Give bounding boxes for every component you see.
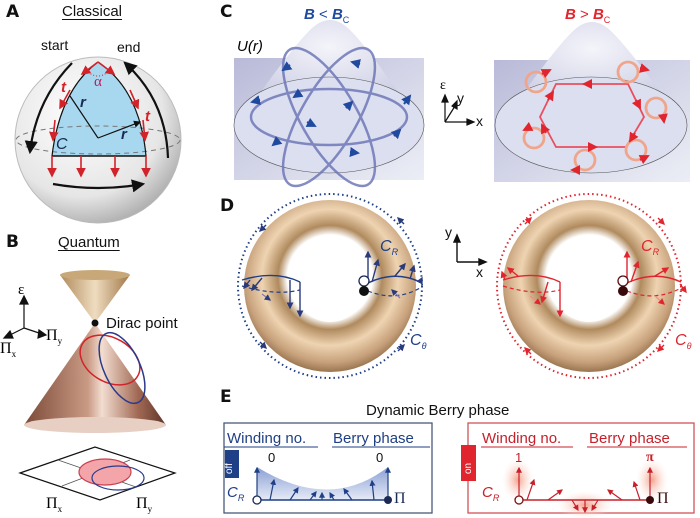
red-orbit: [79, 334, 141, 386]
off-pi-label: Π: [394, 490, 406, 507]
blue-orbit-arrows: [250, 59, 412, 157]
dirac-point-label: Dirac point: [106, 315, 178, 332]
condition-above-critical: B > BC: [565, 6, 611, 25]
axes-d: [452, 233, 488, 267]
upper-cone: [60, 275, 130, 323]
axes-b: [2, 294, 48, 339]
on-winding-header: Winding no.: [482, 430, 562, 447]
on-winding-value: 1: [515, 450, 523, 465]
left-torus: [237, 193, 423, 379]
piy-axis-label: Πy: [46, 327, 63, 347]
potential-label: U(r): [237, 38, 263, 55]
panel-e-letter: E: [220, 387, 232, 407]
c-label: C: [56, 136, 68, 153]
off-berry-header: Berry phase: [333, 430, 414, 447]
r-label-1: r: [80, 94, 86, 111]
panel-d-letter: D: [220, 196, 235, 216]
d-axis-x: x: [476, 264, 483, 280]
panel-c-letter: C: [220, 2, 233, 22]
panel-a-title: Classical: [62, 3, 123, 20]
panel-b-title: Quantum: [58, 234, 120, 251]
right-ctheta-label: Cθ: [675, 332, 692, 352]
r-label-2: r: [121, 126, 127, 143]
end-label: end: [117, 39, 141, 55]
red-orbit-arrows: [522, 63, 668, 175]
on-berry-value: π: [646, 450, 654, 465]
on-box: [461, 422, 695, 518]
on-cr-label: CR: [482, 484, 500, 503]
axes-c: [441, 93, 476, 126]
c-axis-y: y: [457, 90, 464, 106]
pix-axis-label: Πx: [0, 340, 17, 360]
c-axis-x: x: [476, 113, 483, 129]
off-box: [223, 422, 433, 514]
d-axis-y: y: [445, 224, 452, 240]
right-cr-label: CR: [641, 238, 660, 258]
energy-axis-label: ε: [18, 282, 25, 298]
off-cr-label: CR: [227, 484, 245, 503]
left-cr-label: CR: [380, 238, 399, 258]
start-arrow: [24, 62, 73, 155]
plane-pix-label: Πx: [46, 495, 63, 515]
c-axis-energy: ε: [440, 78, 446, 93]
potential-orbits-diagram: [233, 20, 690, 188]
dirac-point: [91, 319, 99, 327]
blue-orbit: [98, 331, 146, 405]
on-berry-header: Berry phase: [589, 430, 670, 447]
off-winding-value: 0: [268, 450, 276, 465]
end-arrow: [123, 61, 170, 159]
t-label-left: t: [61, 79, 66, 96]
blue-projection: [91, 465, 145, 491]
torus-diagram: [237, 193, 687, 379]
panel-a-letter: A: [6, 2, 20, 22]
classical-sphere-diagram: [14, 56, 182, 224]
off-berry-value: 0: [376, 450, 384, 465]
plane-piy-label: Πy: [136, 495, 153, 515]
bottom-arrow: [52, 179, 146, 193]
lower-cone: [24, 323, 166, 425]
right-torus: [496, 193, 687, 379]
condition-below-critical: B < BC: [304, 6, 350, 25]
tangent-vectors: [47, 61, 151, 178]
red-orbit-loops: [522, 60, 668, 172]
off-winding-header: Winding no.: [227, 430, 307, 447]
alpha-label: α: [94, 74, 102, 90]
start-label: start: [41, 37, 69, 53]
dirac-cone-diagram: [2, 270, 177, 501]
panel-e-title: Dynamic Berry phase: [366, 402, 510, 419]
t-label-right: t: [145, 108, 150, 125]
equator: [15, 125, 181, 155]
left-potential: [233, 20, 425, 188]
on-pi-label: Π: [657, 490, 669, 507]
panel-b-letter: B: [6, 232, 19, 252]
right-potential: [494, 22, 690, 182]
left-ctheta-label: Cθ: [410, 332, 427, 352]
spherical-cap: [52, 62, 146, 156]
